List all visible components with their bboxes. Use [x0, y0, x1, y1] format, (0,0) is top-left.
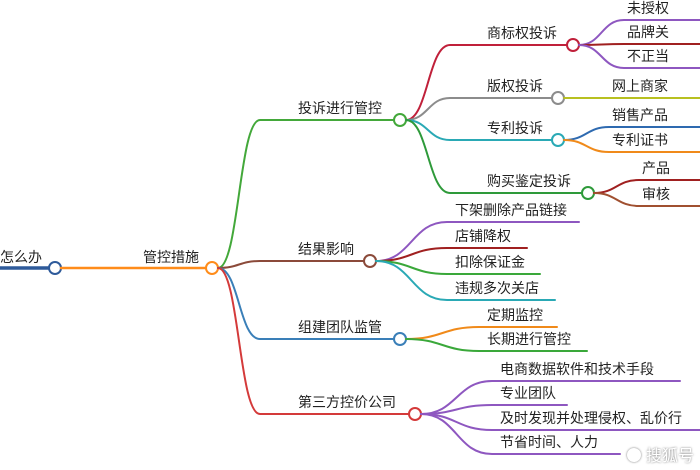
watermark: 搜狐号 [626, 442, 694, 466]
leaf-label-b4-2: 专业团队 [500, 386, 556, 402]
branch-node-1[interactable] [393, 113, 407, 127]
branch-label-2: 结果影响 [298, 242, 354, 258]
leaf-label-4-1: 产品 [642, 161, 670, 177]
leaf-label-b2-2: 店铺降权 [455, 229, 511, 245]
leaf-label-b3-1: 定期监控 [487, 308, 543, 324]
watermark-text: 搜狐号 [645, 446, 694, 465]
sub-line-2 [405, 97, 553, 121]
sub-label-3: 专利投诉 [487, 121, 543, 137]
branch-line-4 [217, 267, 410, 415]
leaf-label-4-2: 审核 [642, 187, 670, 203]
paw-icon [626, 448, 641, 462]
leaf-label-2-1: 网上商家 [612, 79, 668, 95]
sub-label-1: 商标权投诉 [487, 26, 557, 42]
leaf-line-1-2 [578, 43, 700, 46]
leaf-label-1-1: 未授权 [627, 1, 669, 17]
leaf-label-b2-4: 违规多次关店 [455, 281, 539, 297]
branch-node-4[interactable] [408, 407, 422, 421]
leaf-line-b4-1 [420, 380, 681, 415]
leaf-line-b3-2 [405, 338, 588, 352]
leaf-line-1-3 [578, 44, 700, 69]
leaf-label-b2-3: 扣除保证金 [455, 255, 525, 271]
branch-label-4: 第三方控价公司 [298, 395, 396, 411]
root-label: 怎么办 [0, 250, 42, 266]
level1-label: 管控措施 [143, 250, 199, 266]
sub-node-4[interactable] [581, 186, 595, 200]
leaf-label-b3-2: 长期进行管控 [487, 332, 571, 348]
branch-line-3 [217, 267, 395, 340]
sub-line-3 [405, 119, 553, 141]
leaf-line-b2-4 [375, 260, 556, 301]
leaf-line-3-2 [563, 139, 700, 153]
leaf-label-1-2: 品牌关 [627, 25, 669, 41]
sub-label-2: 版权投诉 [487, 79, 543, 95]
root-node[interactable] [48, 261, 62, 275]
leaf-line-b2-1 [375, 221, 580, 262]
branch-node-2[interactable] [363, 254, 377, 268]
leaf-label-3-2: 专利证书 [612, 133, 668, 149]
sub-node-1[interactable] [566, 38, 580, 52]
branch-label-1: 投诉进行管控 [298, 101, 382, 117]
leaf-label-3-1: 销售产品 [612, 108, 668, 124]
branch-line-1 [217, 119, 395, 269]
leaf-label-b4-1: 电商数据软件和技术手段 [500, 362, 654, 378]
branch-line-2 [217, 260, 365, 269]
sub-node-2[interactable] [551, 91, 565, 105]
leaf-label-b2-1: 下架删除产品链接 [455, 203, 567, 219]
branch-node-3[interactable] [393, 332, 407, 346]
branch-label-3: 组建团队监管 [298, 320, 382, 336]
leaf-label-1-3: 不正当 [627, 49, 669, 65]
leaf-line-b2-2 [375, 247, 528, 262]
leaf-line-b4-4 [420, 413, 621, 455]
sub-node-3[interactable] [551, 133, 565, 147]
sub-line-1 [405, 44, 568, 121]
leaf-line-4-2 [593, 192, 700, 207]
leaf-label-b4-3: 及时发现并处理侵权、乱价行 [500, 411, 682, 427]
sub-label-4: 购买鉴定投诉 [487, 174, 571, 190]
leaf-label-b4-4: 节省时间、人力 [500, 435, 598, 451]
level1-node[interactable] [205, 261, 219, 275]
sub-line-4 [405, 119, 583, 194]
